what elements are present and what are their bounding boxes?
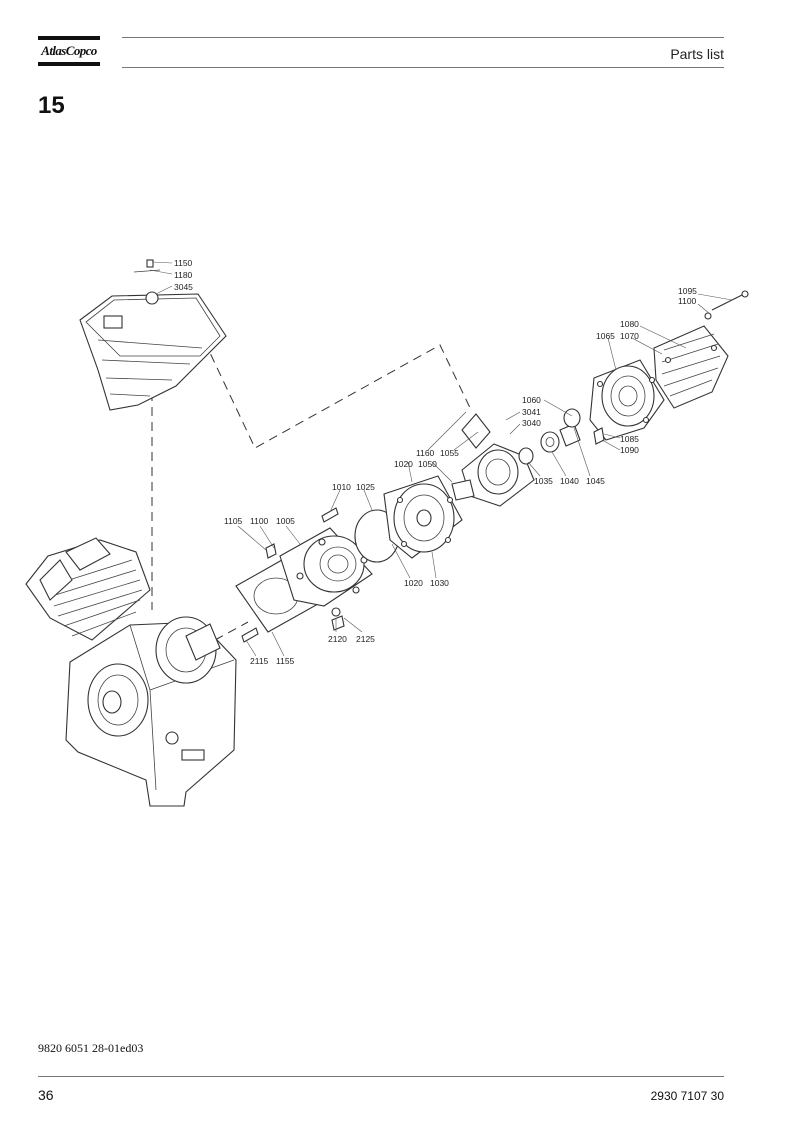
assembly-dash-lines — [151, 299, 473, 641]
part-labels: 1150 1180 3045 1095 1100 1080 1065 1070 … — [174, 258, 697, 666]
atlas-copco-logo: AtlasCopco — [38, 36, 100, 68]
part-label: 1105 — [224, 516, 243, 526]
part-label: 3040 — [522, 418, 541, 428]
part-label: 1150 — [174, 258, 193, 268]
part-label: 1025 — [356, 482, 375, 492]
document-code: 9820 6051 28-01ed03 — [38, 1041, 144, 1055]
footer-reference-number: 2930 7107 30 — [650, 1089, 724, 1103]
rotor-housing — [383, 475, 463, 559]
part-label: 1180 — [174, 270, 193, 280]
part-label: 1060 — [522, 395, 541, 405]
part-label: 1070 — [620, 331, 639, 341]
filter-hardware — [133, 259, 161, 273]
motor-housing-1065 — [589, 359, 665, 441]
part-label: 3041 — [522, 407, 541, 417]
rear-cover — [653, 325, 729, 409]
part-label: 2125 — [356, 634, 375, 644]
part-label: 1045 — [586, 476, 605, 486]
part-label: 1020 — [404, 578, 423, 588]
part-label: 1155 — [276, 656, 295, 666]
footer-rule — [38, 1076, 724, 1077]
part-label: 1055 — [440, 448, 459, 458]
screws — [241, 290, 749, 643]
footer-page-number: 36 — [38, 1087, 54, 1103]
part-label: 1095 — [678, 286, 697, 296]
air-filter-housing — [79, 291, 227, 411]
part-label: 1100 — [250, 516, 269, 526]
part-label: 1160 — [416, 448, 435, 458]
logo-bottom-bar — [38, 62, 100, 66]
part-label: 1090 — [620, 445, 639, 455]
part-label: 1065 — [596, 331, 615, 341]
part-label: 1030 — [430, 578, 449, 588]
compressor-body — [65, 616, 237, 807]
flange-housing — [279, 527, 373, 607]
part-label: 2115 — [250, 656, 269, 666]
logo-wordmark: AtlasCopco — [41, 43, 97, 58]
header-title: Parts list — [670, 46, 724, 62]
part-label: 3045 — [174, 282, 193, 292]
cylinder-head-fins — [25, 537, 151, 641]
part-label: 2120 — [328, 634, 347, 644]
header-rule-top — [122, 37, 724, 38]
bearing-bracket — [451, 413, 535, 507]
part-label: 1020 — [394, 459, 413, 469]
part-label: 1005 — [276, 516, 295, 526]
part-label: 1085 — [620, 434, 639, 444]
part-label: 1040 — [560, 476, 579, 486]
header-rule-bottom — [122, 67, 724, 68]
part-label: 1080 — [620, 319, 639, 329]
part-label: 1100 — [678, 296, 697, 306]
part-label: 1035 — [534, 476, 553, 486]
part-label: 1010 — [332, 482, 351, 492]
leader-lines — [149, 261, 733, 657]
logo-top-bar — [38, 36, 100, 40]
section-number: 15 — [38, 92, 65, 119]
part-label: 1050 — [418, 459, 437, 469]
